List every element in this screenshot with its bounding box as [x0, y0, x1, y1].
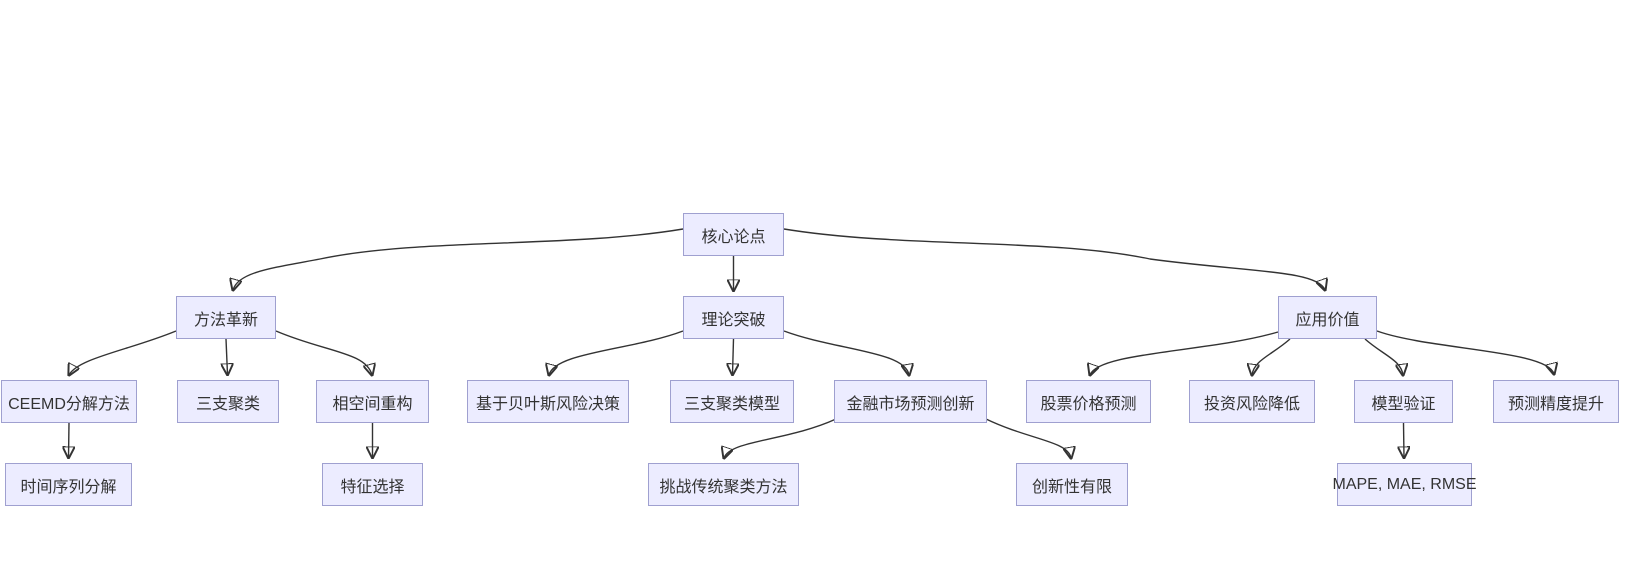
edge-theory-to-three-way-model	[733, 338, 734, 375]
node-core-thesis: 核心论点	[683, 213, 784, 256]
node-method-innovation: 方法革新	[176, 296, 276, 339]
node-challenge-traditional-clustering: 挑战传统聚类方法	[648, 463, 799, 506]
edge-method-to-phase-space	[275, 330, 372, 375]
edge-method-to-ceemd	[69, 330, 177, 375]
edge-finance-to-challenge-clustering	[724, 418, 837, 458]
node-phase-space-reconstruction: 相空间重构	[316, 380, 429, 423]
node-feature-selection: 特征选择	[322, 463, 423, 506]
node-limited-innovation: 创新性有限	[1016, 463, 1128, 506]
node-ceemd-decomposition: CEEMD分解方法	[1, 380, 137, 423]
edge-method-to-three-way	[226, 338, 228, 375]
edge-theory-to-finance-innovation	[783, 330, 909, 375]
edge-core-to-application	[783, 228, 1325, 290]
node-financial-market-prediction-innovation: 金融市场预测创新	[834, 380, 987, 423]
node-prediction-accuracy-improvement: 预测精度提升	[1493, 380, 1619, 423]
node-bayesian-risk-decision: 基于贝叶斯风险决策	[467, 380, 629, 423]
node-model-validation: 模型验证	[1354, 380, 1453, 423]
node-three-way-clustering-model: 三支聚类模型	[670, 380, 794, 423]
node-time-series-decomposition: 时间序列分解	[5, 463, 132, 506]
edge-core-to-method	[233, 228, 684, 290]
edge-ceemd-to-ts-decomposition	[69, 422, 70, 458]
node-application-value: 应用价值	[1278, 296, 1377, 339]
edge-model-validation-to-metrics	[1404, 422, 1405, 458]
node-theory-breakthrough: 理论突破	[683, 296, 784, 339]
edge-theory-to-bayes	[549, 330, 684, 375]
edge-application-to-model-validation	[1364, 338, 1403, 375]
node-investment-risk-reduction: 投资风险降低	[1189, 380, 1315, 423]
node-evaluation-metrics: MAPE, MAE, RMSE	[1332, 463, 1477, 506]
edge-finance-to-limited-innovation	[985, 418, 1071, 458]
edge-application-to-risk	[1252, 338, 1291, 375]
edge-application-to-accuracy	[1376, 330, 1554, 374]
edge-application-to-stock	[1090, 331, 1279, 375]
node-three-way-clustering: 三支聚类	[177, 380, 279, 423]
node-stock-price-prediction: 股票价格预测	[1026, 380, 1151, 423]
